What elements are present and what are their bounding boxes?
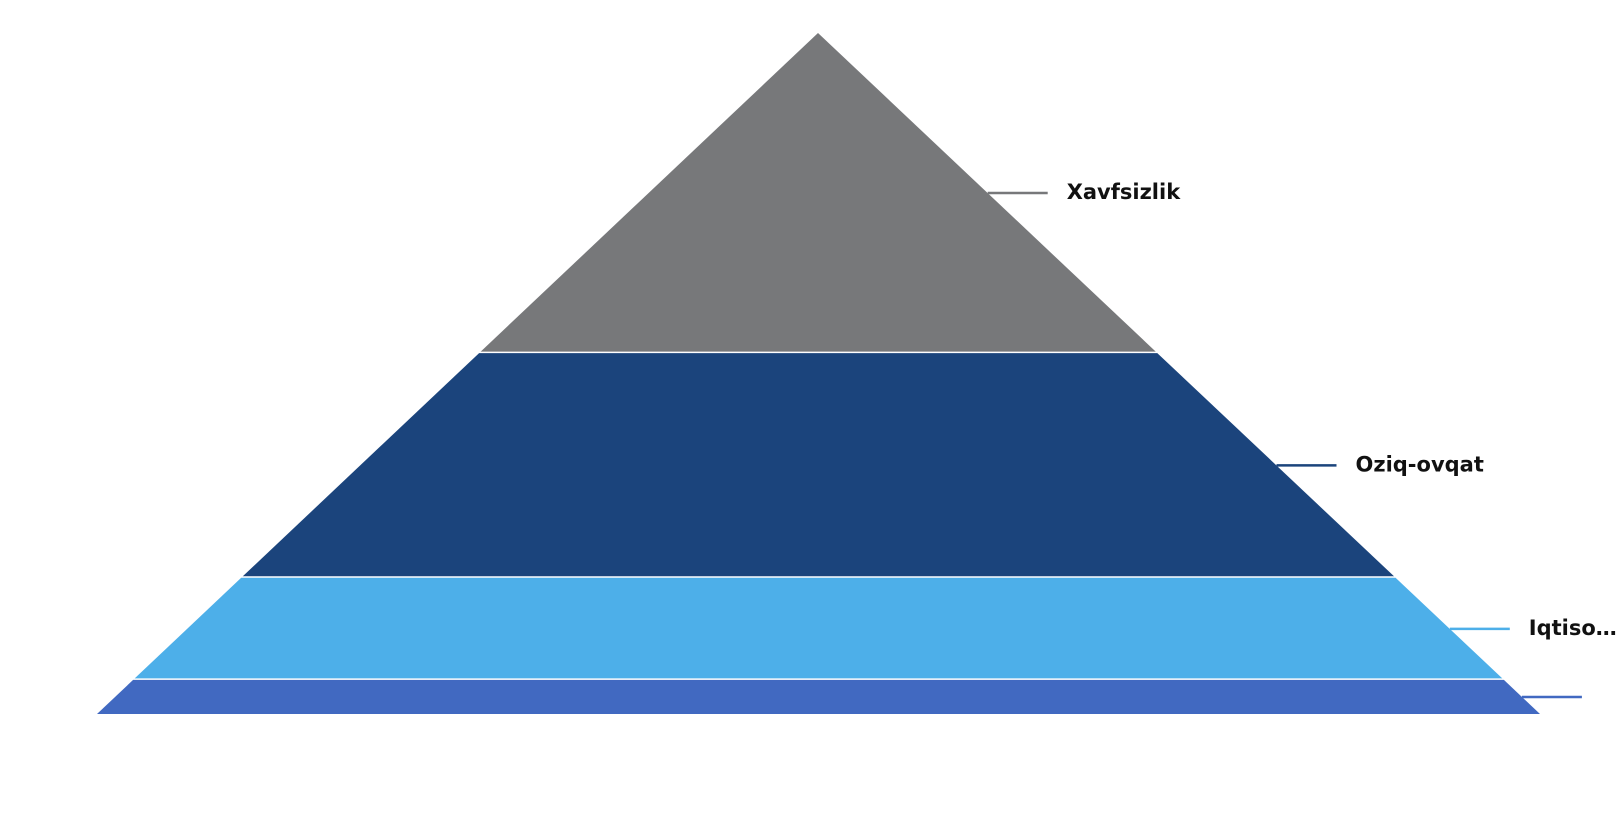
pyramid-segment-1	[479, 33, 1158, 354]
pyramid-segment-4	[97, 679, 1540, 714]
segment-label-3: Iqtiso…	[1529, 616, 1617, 640]
pyramid-segment-3	[133, 577, 1504, 680]
segment-label-2: Oziq-ovqat	[1356, 452, 1484, 476]
segment-label-1: Xavfsizlik	[1067, 180, 1182, 204]
pyramid-segment-2	[241, 353, 1396, 578]
